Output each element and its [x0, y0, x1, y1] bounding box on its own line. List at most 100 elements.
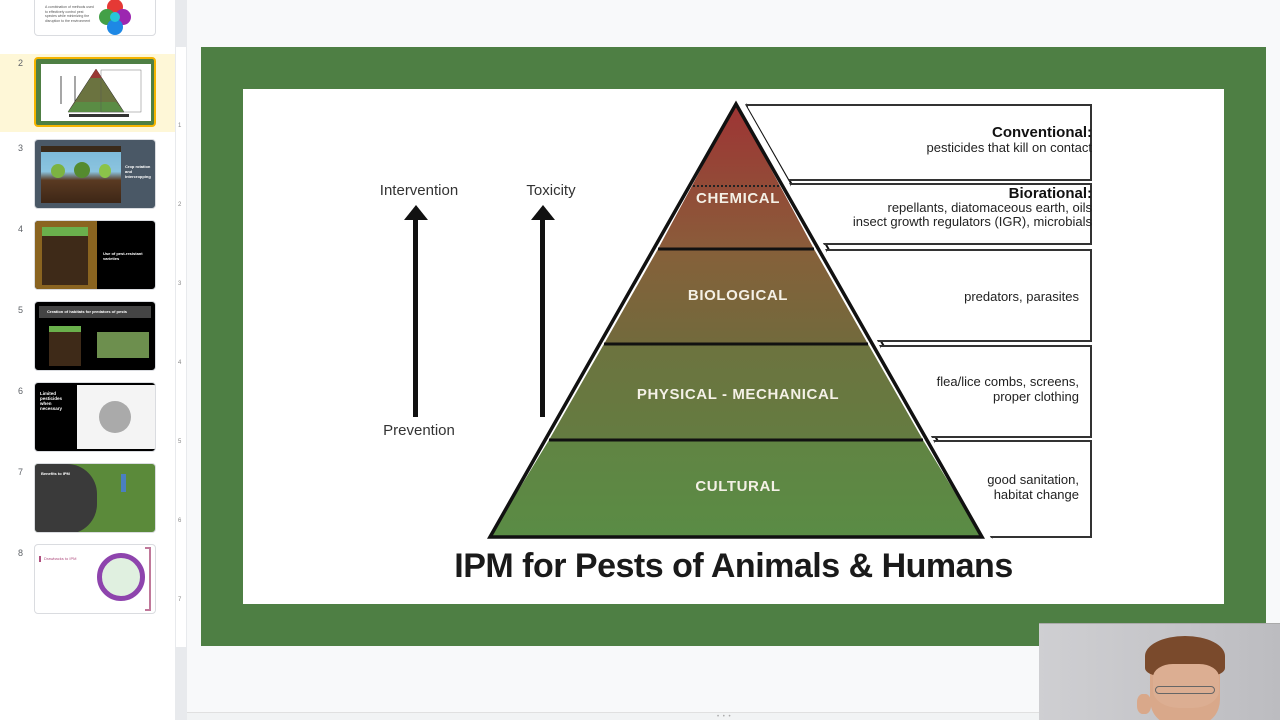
desc-line: repellants, diatomaceous earth, oils [887, 200, 1092, 215]
filmstrip-slide-7[interactable]: 7 Benefits to IPM [0, 463, 175, 543]
person-figure [121, 474, 126, 492]
desc-box-biological [825, 249, 1092, 342]
arrow-up-icon [531, 205, 555, 220]
desc-line: proper clothing [993, 389, 1079, 404]
ruler-label: 7 [178, 597, 182, 603]
vertical-ruler[interactable]: 1 2 3 4 5 6 7 [175, 0, 187, 720]
thumb-caption: Use of pest-resistant varieties [103, 251, 143, 261]
desc-cultural: good sanitation, habitat change [987, 472, 1079, 502]
slide-number: 6 [18, 386, 24, 396]
desc-conventional: Conventional: pesticides that kill on co… [927, 125, 1092, 155]
ruler-label: 1 [178, 123, 182, 129]
slide-thumbnail[interactable] [34, 57, 156, 127]
thumb-caption: Benefits to IPM [41, 471, 70, 476]
desc-title: Conventional: [992, 124, 1092, 141]
thumb-caption: Creation of habitats for predators of pe… [47, 309, 128, 314]
venn-center [110, 12, 120, 22]
slide-filmstrip[interactable]: A combination of methods used to effecti… [0, 0, 175, 720]
ruler-label: 5 [178, 439, 182, 445]
desc-line: insect growth regulators (IGR), microbia… [852, 214, 1092, 229]
presenter-webcam [1039, 623, 1280, 720]
venn-circle-blue [107, 19, 123, 35]
thumb-pyramid-icon [60, 68, 142, 117]
tier-label-biological: BIOLOGICAL [687, 287, 789, 304]
slide-thumbnail[interactable]: Limited pesticides when necessary [34, 382, 156, 452]
drag-handle-icon[interactable]: • • • [717, 714, 732, 720]
toxicity-arrow-shaft [540, 219, 545, 417]
thumb-note [40, 431, 70, 441]
habitat-poster [49, 326, 81, 366]
desc-box-conventional [746, 104, 1092, 181]
desc-biorational: Biorational: repellants, diatomaceous ea… [852, 185, 1092, 229]
desc-title: Biorational: [1008, 185, 1092, 202]
filmstrip-slide-3[interactable]: 3 Crop rotation and Intercropping [0, 139, 175, 219]
slide-thumbnail[interactable]: Use of pest-resistant varieties [34, 220, 156, 290]
tier-label-cultural: CULTURAL [695, 478, 781, 495]
slide-thumbnail[interactable]: Crop rotation and Intercropping [34, 139, 156, 209]
ipm-pyramid-icon [486, 100, 994, 539]
drawbacks-circle-graphic [97, 553, 145, 601]
slide-thumbnail[interactable]: Creation of habitats for predators of pe… [34, 301, 156, 371]
tier-label-physical-mechanical: PHYSICAL - MECHANICAL [636, 386, 840, 403]
predator-photos [97, 332, 149, 358]
slide-image[interactable]: Intervention Prevention Toxicity [243, 89, 1224, 604]
ruler-label: 2 [178, 202, 182, 208]
slide-number: 8 [18, 548, 24, 558]
filmstrip-slide-2[interactable]: 2 [0, 54, 175, 132]
plant-2 [74, 162, 90, 178]
thumb-caption: Crop rotation and Intercropping [125, 164, 151, 179]
toxicity-label: Toxicity [526, 182, 576, 199]
desc-line: flea/lice combs, screens, [936, 374, 1079, 389]
current-slide[interactable]: Intervention Prevention Toxicity [201, 47, 1266, 646]
filmstrip-slide-8[interactable]: 8 Drawbacks to IPM [0, 544, 175, 624]
filmstrip-slide-1[interactable]: A combination of methods used to effecti… [0, 0, 175, 46]
slide-thumbnail[interactable]: Drawbacks to IPM [34, 544, 156, 614]
tier-label-chemical: CHEMICAL [696, 190, 780, 207]
plant-3 [99, 164, 111, 178]
desc-physical-mechanical: flea/lice combs, screens, proper clothin… [937, 374, 1079, 404]
plant-1 [51, 164, 65, 178]
crop-rotation-image [41, 146, 121, 203]
filmstrip-slide-5[interactable]: 5 Creation of habitats for predators of … [0, 301, 175, 381]
slide-number: 4 [18, 224, 24, 234]
intervention-arrow-shaft [413, 219, 418, 417]
desc-line: pesticides that kill on contact [926, 140, 1092, 155]
thumb-title-bar [39, 306, 151, 318]
thumb-caption: Limited pesticides when necessary [40, 391, 63, 411]
thumb-inner [41, 64, 151, 121]
thumb-caption: A combination of methods used to effecti… [45, 5, 94, 23]
ruler-track: 1 2 3 4 5 6 7 [176, 47, 186, 647]
thumb-caption: Drawbacks to IPM [44, 556, 77, 561]
pest-poster [42, 227, 88, 285]
title-accent [39, 556, 41, 562]
intervention-label: Intervention [379, 182, 459, 199]
desc-line: good sanitation, [987, 472, 1079, 487]
thumb-dark-panel [35, 464, 97, 532]
ipm-wheel-image [77, 385, 155, 449]
desc-box-biorational [789, 183, 1092, 245]
slide-number: 5 [18, 305, 24, 315]
prevention-label: Prevention [383, 422, 455, 439]
slide-thumbnail[interactable]: Benefits to IPM [34, 463, 156, 533]
filmstrip-slide-4[interactable]: 4 Use of pest-resistant varieties [0, 220, 175, 300]
slide-number: 3 [18, 143, 24, 153]
image-header [41, 146, 121, 152]
desc-line: habitat change [993, 487, 1079, 502]
desc-biological: predators, parasites [964, 289, 1079, 304]
thumb-left-panel [35, 221, 97, 289]
slide-thumbnail[interactable]: A combination of methods used to effecti… [34, 0, 156, 36]
speaker-notes-resize-bar[interactable]: • • • [187, 712, 1280, 720]
desc-line: predators, parasites [964, 289, 1079, 304]
filmstrip-slide-6[interactable]: 6 Limited pesticides when necessary [0, 382, 175, 462]
ruler-label: 4 [178, 360, 182, 366]
ruler-label: 3 [178, 281, 182, 287]
slide-number: 2 [18, 58, 24, 68]
presenter-hand [1137, 694, 1151, 714]
presenter-glasses [1155, 686, 1215, 694]
slide-title: IPM for Pests of Animals & Humans [454, 547, 1013, 585]
arrow-up-icon [404, 205, 428, 220]
ruler-label: 6 [178, 518, 182, 524]
slide-number: 7 [18, 467, 24, 477]
bracket-graphic [145, 547, 151, 611]
